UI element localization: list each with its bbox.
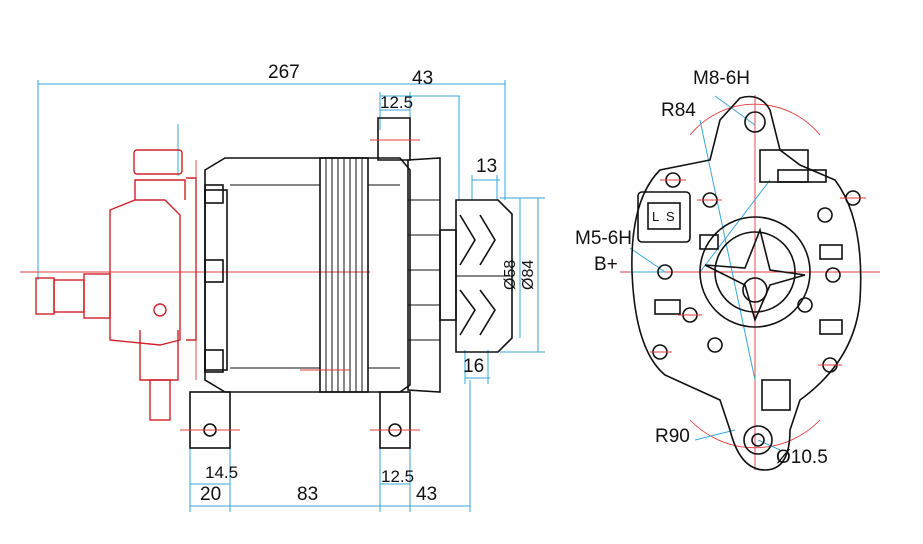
end-centerlines (620, 95, 880, 470)
terminal-label: B+ (594, 254, 618, 275)
pulley-width-label: 13 (476, 156, 497, 177)
stator-fins (325, 158, 363, 392)
pulley-offset-top-label: 43 (412, 68, 433, 89)
side-view: 267 43 12.5 13 Ø58 Ø84 16 14.5 20 83 12.… (20, 62, 545, 512)
end-bolt-marks (650, 179, 866, 366)
fan-blades (408, 199, 440, 341)
side-dimension-labels: 267 43 12.5 13 Ø58 Ø84 16 14.5 20 83 12.… (200, 62, 537, 505)
bottom-hole-label: Ø10.5 (776, 447, 828, 468)
top-radius-label: R84 (661, 100, 696, 121)
side-dimension-lines (37, 80, 545, 512)
end-dimension-labels: M8-6H R84 M5-6H B+ R90 Ø10.5 L S (575, 68, 828, 468)
foot-height-label: 14.5 (205, 463, 238, 482)
bottom-radius-label: R90 (655, 426, 690, 447)
pulley (455, 199, 513, 353)
top-thread-label: M8-6H (693, 68, 750, 89)
pulley-dia-outer-label: Ø84 (520, 260, 537, 290)
pulley-offset-bottom-label: 16 (463, 356, 484, 377)
overall-length-label: 267 (268, 62, 300, 83)
end-housing (631, 95, 862, 471)
vacuum-pump (20, 149, 370, 421)
pulley-dia-inner-label: Ø58 (502, 260, 519, 290)
foot-span-label: 83 (297, 484, 318, 505)
end-leader-lines (629, 95, 781, 451)
connector-label-l: L (652, 209, 659, 224)
flange-top-label: 12.5 (380, 93, 413, 112)
alternator-body (180, 117, 513, 449)
foot-width-label: 12.5 (381, 467, 414, 486)
pulley-offset-base-label: 43 (416, 484, 437, 505)
connector-label-s: S (666, 209, 675, 224)
end-view: M8-6H R84 M5-6H B+ R90 Ø10.5 L S (575, 68, 880, 471)
foot-left-label: 20 (200, 484, 221, 505)
terminal-thread-label: M5-6H (575, 228, 632, 249)
